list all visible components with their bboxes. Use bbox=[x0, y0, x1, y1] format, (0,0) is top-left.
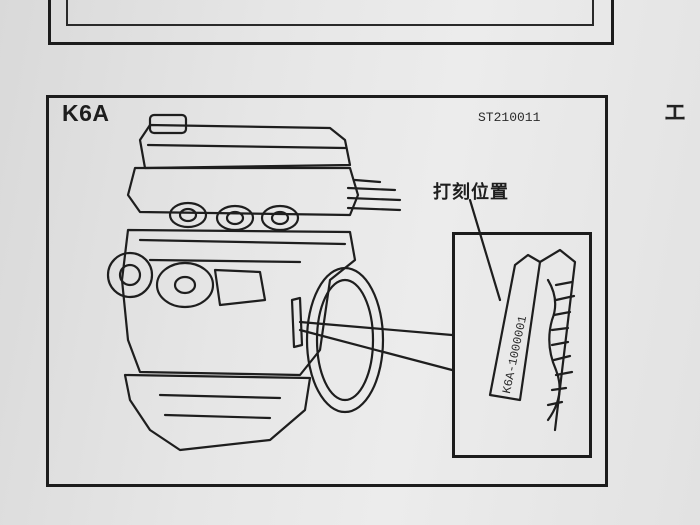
stamp-location-label: 打刻位置 bbox=[433, 182, 509, 203]
oil-pan bbox=[123, 373, 312, 452]
next-column-heading: エ bbox=[664, 100, 687, 125]
flywheel bbox=[305, 266, 385, 414]
callout-leader bbox=[298, 320, 454, 372]
previous-figure-frame bbox=[48, 0, 614, 45]
engine-model-label: K6A bbox=[62, 100, 110, 126]
engine-figure-frame bbox=[46, 95, 608, 487]
previous-figure-inner-frame bbox=[66, 0, 594, 26]
crank-pulley bbox=[106, 251, 154, 299]
stamp-detail-drawing bbox=[488, 248, 577, 432]
manifold-ports bbox=[168, 201, 300, 232]
figure-reference-code: ST210011 bbox=[478, 110, 541, 125]
cylinder-head bbox=[126, 166, 360, 217]
oil-filler-cap bbox=[148, 113, 188, 135]
cylinder-block bbox=[120, 228, 357, 377]
stamp-detail-inset bbox=[452, 232, 592, 458]
